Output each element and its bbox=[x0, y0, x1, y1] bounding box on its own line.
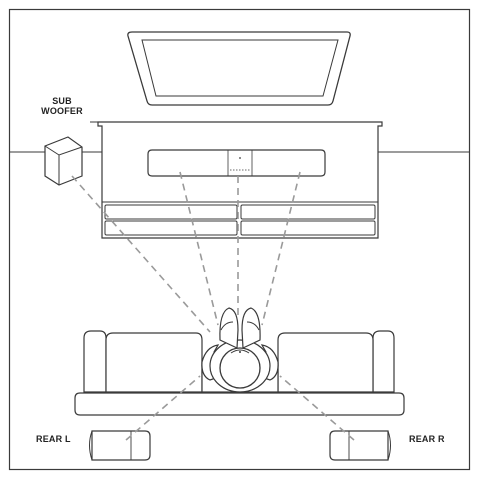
rear-right-label: REAR R bbox=[409, 434, 445, 444]
drawer-top-left bbox=[104, 204, 238, 220]
path-soundbar-left bbox=[179, 171, 219, 326]
subwoofer-label-line1: SUB bbox=[52, 96, 72, 106]
tv-cabinet bbox=[90, 121, 383, 239]
path-rear-left bbox=[125, 375, 201, 441]
path-soundbar-right bbox=[261, 171, 301, 326]
sound-paths bbox=[71, 171, 355, 441]
subwoofer bbox=[44, 136, 83, 186]
soundbar bbox=[147, 149, 326, 177]
listener bbox=[201, 307, 279, 393]
drawer-bottom-right bbox=[240, 220, 376, 236]
rear-speaker-right bbox=[329, 430, 391, 461]
subwoofer-label: SUB WOOFER bbox=[34, 96, 90, 116]
drawer-top-right bbox=[240, 204, 376, 220]
rear-speaker-left bbox=[89, 430, 151, 461]
path-rear-right bbox=[279, 375, 355, 441]
tv bbox=[127, 31, 351, 106]
rear-left-label: REAR L bbox=[36, 434, 71, 444]
subwoofer-label-line2: WOOFER bbox=[41, 106, 83, 116]
diagram-border bbox=[8, 8, 471, 471]
path-subwoofer bbox=[71, 175, 211, 333]
drawer-bottom-left bbox=[104, 220, 238, 236]
